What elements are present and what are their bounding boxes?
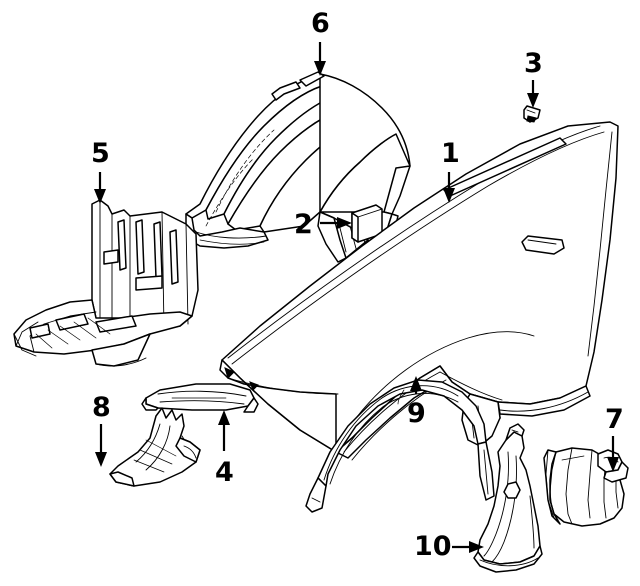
- part-wheel-opening-molding: [305, 379, 495, 513]
- part-wheelhouse-liner: [185, 71, 411, 269]
- part-mud-flap-splash-guard: [473, 423, 543, 573]
- callout-label-5: 5: [91, 138, 110, 169]
- callout-label-7: 7: [605, 404, 624, 435]
- part-lower-support-bracket: [109, 407, 201, 487]
- callout-label-6: 6: [311, 8, 330, 39]
- callout-label-4: 4: [215, 457, 234, 488]
- part-retainer-clip: [523, 105, 541, 123]
- callout-label-9: 9: [407, 398, 426, 429]
- callout-leaders: [94, 42, 619, 553]
- part-front-splash-shield: [13, 199, 199, 367]
- part-rear-splash-shield: [543, 447, 629, 527]
- callout-label-10: 10: [414, 531, 452, 562]
- callout-label-2: 2: [294, 209, 313, 240]
- callout-label-1: 1: [441, 138, 460, 169]
- callout-label-3: 3: [524, 48, 543, 79]
- part-nameplate-emblem: [351, 204, 383, 243]
- callout-label-8: 8: [92, 392, 111, 423]
- part-upper-trim-strip: [141, 383, 259, 413]
